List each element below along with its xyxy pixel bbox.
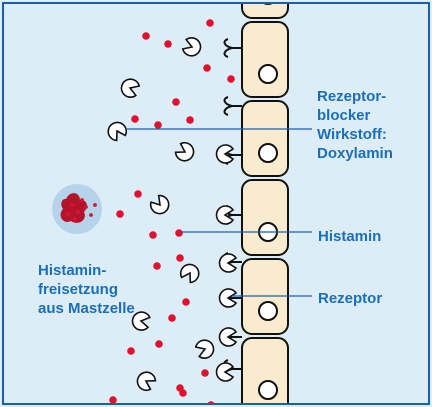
target-cell [242, 180, 288, 255]
histamin-label-text: Histamin [318, 227, 381, 246]
release-label-line-2: freisetzung [38, 280, 135, 299]
red-dot-icon [154, 121, 162, 129]
cell-body [242, 101, 288, 176]
cell-nucleus [259, 302, 277, 320]
red-dot-icon [109, 396, 117, 404]
target-cell [242, 0, 288, 18]
blocker-label-line-1: Rezeptor- [317, 87, 393, 106]
granule-dot [66, 212, 70, 216]
cell-body [242, 22, 288, 97]
red-dot-icon [131, 115, 139, 123]
cell-nucleus [259, 381, 277, 399]
pacman-blocker-icon [194, 338, 216, 361]
red-dot-icon [227, 75, 235, 83]
blocker-label: Rezeptor- blocker Wirkstoff: Doxylamin [317, 87, 393, 163]
release-label-line-3: aus Mastzelle [38, 299, 135, 318]
granule-dot [84, 205, 88, 209]
red-dot-icon [155, 340, 163, 348]
pacman-blocker-icon [181, 36, 203, 59]
pacman-blocker-icon [148, 193, 172, 217]
red-dot-icon [153, 262, 161, 270]
red-dot-icon [186, 116, 194, 124]
red-dot-icon [176, 384, 184, 392]
red-dot-icon [206, 19, 214, 27]
pacman-blocker-icon [217, 363, 233, 381]
blocker-label-line-2: blocker [317, 106, 393, 125]
granule-dot [89, 213, 93, 217]
red-dot-icon [164, 40, 172, 48]
cell-nucleus [259, 0, 277, 4]
mast-cell-icon [52, 184, 102, 234]
red-dot-icon [168, 314, 176, 322]
release-label-line-1: Histamin- [38, 261, 135, 280]
blocker-molecules [105, 36, 236, 393]
red-dot-icon [203, 64, 211, 72]
granule-dot [76, 210, 80, 214]
blocker-label-line-3: Wirkstoff: [317, 125, 393, 144]
pacman-blocker-icon [178, 261, 202, 284]
granule-dot [80, 198, 84, 202]
granule-dot [73, 217, 77, 221]
granule-dot [93, 203, 97, 207]
pacman-blocker-icon [119, 77, 141, 100]
target-cell [242, 101, 288, 176]
histamin-label: Histamin [318, 227, 381, 246]
pacman-blocker-icon [134, 369, 157, 393]
target-cell [242, 338, 288, 407]
release-label: Histamin- freisetzung aus Mastzelle [38, 261, 135, 318]
red-dot-icon [182, 298, 190, 306]
cell-body [242, 180, 288, 255]
red-dot-icon [142, 32, 150, 40]
pacman-blocker-icon [105, 119, 129, 142]
target-cell [242, 22, 288, 97]
cell-nucleus [259, 144, 277, 162]
blocker-label-line-4: Doxylamin [317, 144, 393, 163]
y-receptor-icon [225, 97, 242, 115]
rezeptor-label-text: Rezeptor [318, 289, 382, 308]
red-dot-icon [201, 369, 209, 377]
rezeptor-label: Rezeptor [318, 289, 382, 308]
cell-nucleus [259, 65, 277, 83]
pacman-blocker-icon [174, 140, 197, 164]
y-receptor-icon [225, 39, 242, 57]
red-dot-icon [116, 210, 124, 218]
cell-body [242, 0, 288, 18]
red-dot-icon [207, 401, 215, 407]
red-dot-icon [149, 231, 157, 239]
granule-dot [70, 203, 74, 207]
red-dot-icon [176, 254, 184, 262]
red-dot-icon [127, 347, 135, 355]
red-dot-icon [172, 98, 180, 106]
cell-column [242, 0, 288, 407]
red-dot-icon [175, 229, 183, 237]
red-dot-icon [134, 190, 142, 198]
